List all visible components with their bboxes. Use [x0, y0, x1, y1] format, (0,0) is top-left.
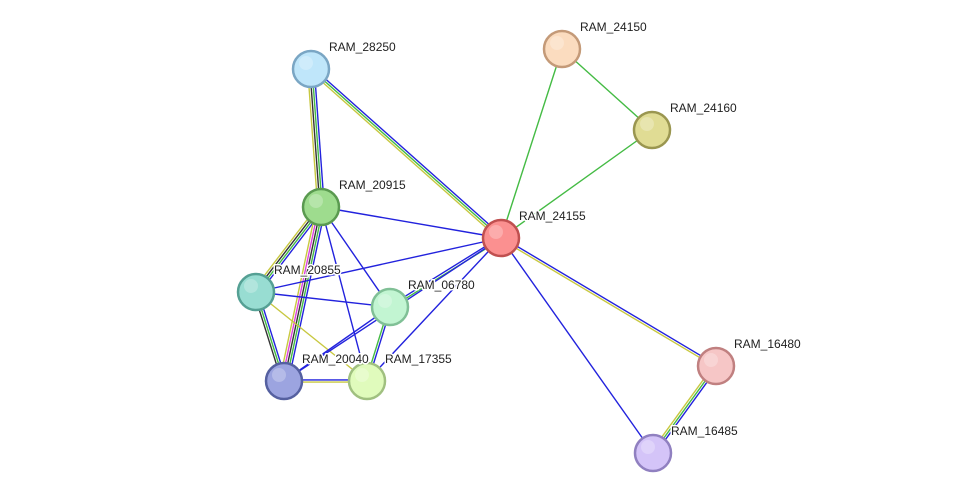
edge-channel: [501, 236, 717, 366]
edge-channel: [320, 206, 368, 382]
node-label-RAM_16480: RAM_16480: [734, 337, 801, 351]
edge-channel: [310, 68, 502, 239]
node-highlight: [378, 294, 392, 308]
edge-channel: [320, 206, 391, 308]
edge-channel: [255, 237, 502, 293]
edge-RAM_20855-RAM_17355: [255, 291, 368, 382]
edge-channel: [283, 206, 322, 382]
edge-RAM_20915-RAM_20040: [279, 205, 326, 383]
node-RAM_20915[interactable]: [301, 187, 341, 227]
edge-channel: [313, 68, 325, 207]
node-label-RAM_20855: RAM_20855: [274, 263, 341, 277]
node-RAM_24150[interactable]: [542, 29, 582, 69]
node-RAM_24155[interactable]: [481, 218, 521, 258]
node-RAM_16480[interactable]: [696, 346, 736, 386]
node-highlight: [489, 225, 503, 239]
edge-channel: [389, 236, 501, 307]
node-highlight: [550, 36, 564, 50]
edge-channel: [311, 68, 323, 207]
node-RAM_16485[interactable]: [633, 433, 673, 473]
edge-channel: [285, 207, 324, 382]
edge-RAM_24155-RAM_16485: [500, 237, 654, 454]
node-highlight: [309, 194, 323, 208]
node-RAM_20040[interactable]: [264, 361, 304, 401]
node-RAM_06780[interactable]: [370, 287, 410, 327]
node-label-RAM_17355: RAM_17355: [385, 352, 452, 366]
edge-channel: [311, 66, 503, 237]
node-RAM_24160[interactable]: [632, 110, 672, 150]
edge-channel: [500, 48, 563, 239]
edge-channel: [255, 291, 368, 382]
node-RAM_17355[interactable]: [347, 361, 387, 401]
edge-channel: [500, 129, 653, 239]
node-highlight: [299, 56, 313, 70]
edge-RAM_24155-RAM_16480: [500, 236, 717, 368]
node-RAM_28250[interactable]: [291, 49, 331, 89]
edge-RAM_20855-RAM_06780: [255, 291, 391, 308]
node-RAM_20855[interactable]: [236, 272, 276, 312]
edge-RAM_20915-RAM_06780: [320, 206, 391, 308]
edge-RAM_17355-RAM_24155: [366, 237, 502, 382]
nodes-layer: [236, 29, 736, 473]
edge-RAM_20855-RAM_24155: [255, 237, 502, 293]
node-highlight: [641, 440, 655, 454]
node-highlight: [355, 368, 369, 382]
edge-channel: [287, 207, 326, 383]
node-label-RAM_16485: RAM_16485: [671, 424, 738, 438]
node-label-RAM_28250: RAM_28250: [329, 40, 396, 54]
node-highlight: [704, 353, 718, 367]
edge-RAM_28250-RAM_24155: [309, 66, 503, 241]
edge-RAM_20915-RAM_17355: [320, 206, 368, 382]
node-label-RAM_06780: RAM_06780: [408, 278, 475, 292]
node-label-RAM_20040: RAM_20040: [302, 352, 369, 366]
node-highlight: [244, 279, 258, 293]
edge-RAM_24150-RAM_24155: [500, 48, 563, 239]
edge-channel: [320, 206, 502, 239]
edge-RAM_28250-RAM_20915: [307, 68, 325, 208]
edge-channel: [500, 237, 654, 454]
edge-channel: [307, 69, 319, 208]
edge-RAM_20915-RAM_24155: [320, 206, 502, 239]
edge-channel: [279, 205, 318, 381]
node-highlight: [272, 368, 286, 382]
edge-channel: [366, 237, 502, 382]
edge-RAM_24160-RAM_24155: [500, 129, 653, 239]
edge-RAM_24150-RAM_24160: [561, 48, 653, 131]
node-label-RAM_24150: RAM_24150: [580, 20, 647, 34]
edge-channel: [309, 69, 321, 208]
edges-layer: [252, 48, 719, 455]
edge-channel: [255, 291, 391, 308]
edge-channel: [281, 206, 320, 381]
edge-channel: [561, 48, 653, 131]
node-label-RAM_24155: RAM_24155: [519, 209, 586, 223]
edge-channel: [309, 70, 501, 241]
edge-channel: [500, 238, 716, 368]
node-label-RAM_24160: RAM_24160: [670, 101, 737, 115]
node-highlight: [640, 117, 654, 131]
labels-layer: RAM_28250 RAM_24150RAM_24160RAM_20915RAM_…: [273, 19, 803, 440]
node-label-RAM_20915: RAM_20915: [339, 178, 406, 192]
